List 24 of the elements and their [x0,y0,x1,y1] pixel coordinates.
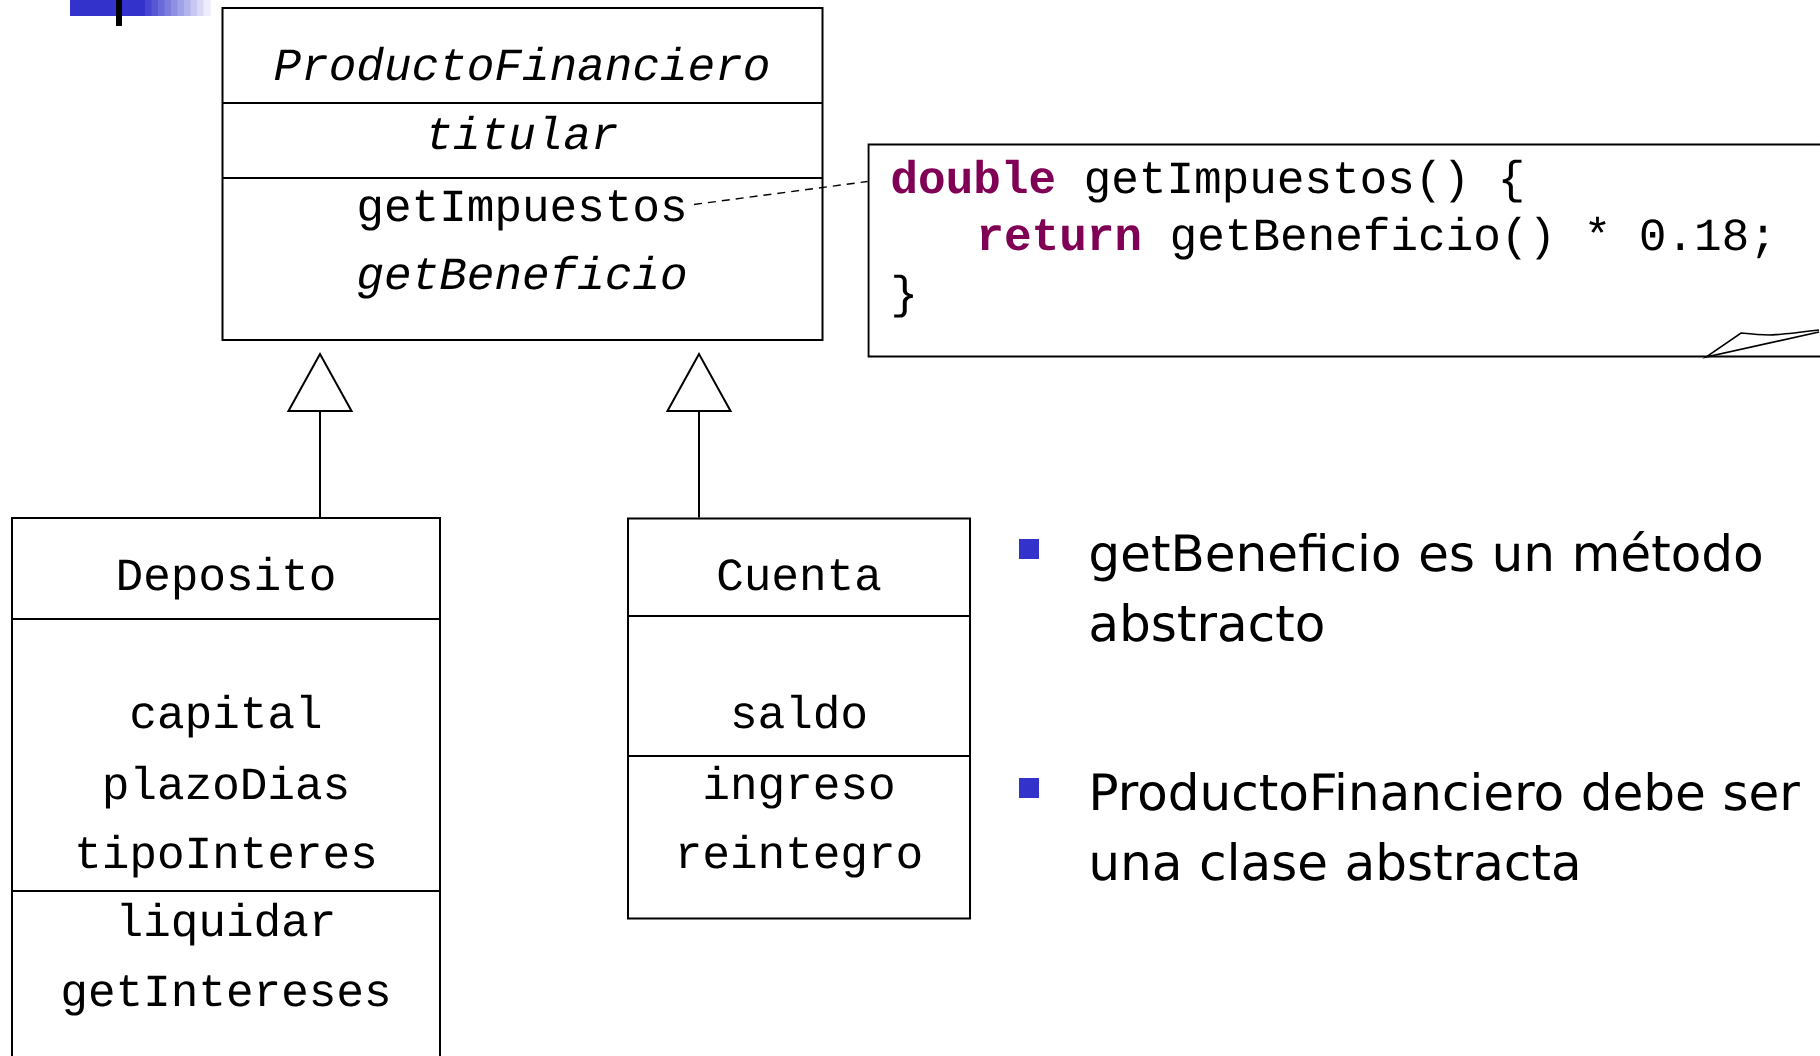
class-box [11,517,441,1056]
method-text: ingreso [705,765,893,809]
class-box [221,7,824,341]
code-line: return getBeneficio() * 0.18; [980,216,1767,260]
method-text: reintegro [680,834,921,878]
note-box [867,143,1820,358]
attribute-text: tipoInteres [78,834,374,878]
class-name: Deposito [119,556,334,600]
bullet-text: ProductoFinanciero debe ser una clase abstracta [1092,772,1800,881]
method-text: getIntereses [63,975,388,1016]
leader-line [693,180,869,206]
code-line: } [894,274,913,318]
class-name: ProductoFinanciero [274,46,768,81]
method-text: liquidar [121,902,333,946]
method-text: getBeneficio [358,255,686,299]
attribute-text: capital [132,694,321,738]
code-line: double getImpuestos() { [892,159,1522,203]
method-text: getImpuestos [359,190,684,231]
attribute-text: titular [431,115,617,150]
attribute-text: saldo [733,694,866,729]
class-name: Cuenta [718,559,881,591]
class-box [627,517,971,920]
attribute-text: plazoDias [105,765,347,809]
bullet-text: getBeneficio es un método abstracto [1091,531,1761,642]
